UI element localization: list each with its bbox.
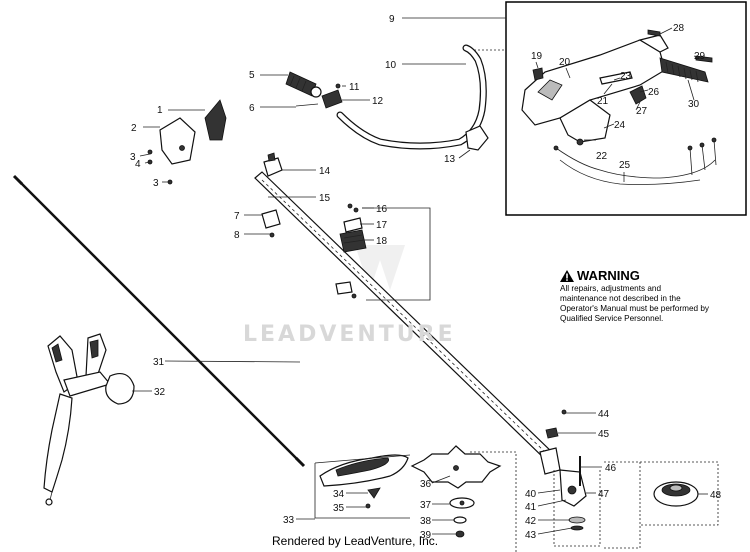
trimmer-head xyxy=(640,461,719,526)
callout-1: 1 xyxy=(157,105,163,116)
callout-13: 13 xyxy=(444,154,456,165)
callout-5: 5 xyxy=(249,70,255,81)
credit-text: Rendered by LeadVenture, Inc. xyxy=(272,534,439,548)
callout-15: 15 xyxy=(319,193,331,204)
watermark: LEADVENTURE xyxy=(243,322,456,347)
callout-38: 38 xyxy=(420,516,432,527)
callout-44: 44 xyxy=(598,409,610,420)
callout-30: 30 xyxy=(688,99,700,110)
callout-27: 27 xyxy=(636,106,648,117)
callout-43: 43 xyxy=(525,530,537,541)
callout-42: 42 xyxy=(525,516,537,527)
callout-48: 48 xyxy=(710,490,722,501)
warning-title: WARNING xyxy=(577,268,640,283)
callout-21: 21 xyxy=(597,96,609,107)
callout-19: 19 xyxy=(531,51,543,62)
inset-box xyxy=(505,1,747,216)
callout-16: 16 xyxy=(376,204,388,215)
warning-notice: WARNING All repairs, adjustments and mai… xyxy=(560,268,710,324)
callout-25: 25 xyxy=(619,160,631,171)
callout-6: 6 xyxy=(249,103,255,114)
blade xyxy=(410,445,502,489)
callout-18: 18 xyxy=(376,236,388,247)
callout-10: 10 xyxy=(385,60,397,71)
callout-40: 40 xyxy=(525,489,537,500)
callout-32: 32 xyxy=(154,387,166,398)
plate-part xyxy=(159,117,196,165)
callout-9: 9 xyxy=(389,14,395,25)
callout-41: 41 xyxy=(525,502,537,513)
harness xyxy=(43,333,135,506)
callout-4: 4 xyxy=(135,159,141,170)
callout-labels: 1 2 3 3 3 4 5 6 7 8 9 10 11 12 13 14 15 … xyxy=(130,14,722,541)
callout-29: 29 xyxy=(694,51,706,62)
callout-17: 17 xyxy=(376,220,388,231)
guard xyxy=(314,454,411,519)
warning-text: All repairs, adjustments and maintenance… xyxy=(560,284,710,323)
loop-handle xyxy=(336,44,489,151)
callout-31: 31 xyxy=(153,357,165,368)
callout-23: 23 xyxy=(620,71,632,82)
callout-39: 39 xyxy=(420,530,432,541)
warning-heading: WARNING xyxy=(560,268,710,283)
grip xyxy=(285,71,322,98)
callout-12: 12 xyxy=(372,96,384,107)
callout-26: 26 xyxy=(648,87,660,98)
callout-22: 22 xyxy=(596,151,608,162)
callout-24: 24 xyxy=(614,120,626,131)
callout-3a: 3 xyxy=(130,152,136,163)
callout-11: 11 xyxy=(349,82,360,93)
leadventure-logo xyxy=(355,245,405,290)
engine-assembly xyxy=(521,29,717,185)
callout-37: 37 xyxy=(420,500,432,511)
callout-8: 8 xyxy=(234,230,240,241)
callout-45: 45 xyxy=(598,429,610,440)
callout-47: 47 xyxy=(598,489,610,500)
callout-2: 2 xyxy=(131,123,137,134)
callout-7: 7 xyxy=(234,211,240,222)
callout-33: 33 xyxy=(283,515,295,526)
shaft-tube xyxy=(254,171,561,475)
warning-triangle-icon xyxy=(560,269,574,282)
callout-36: 36 xyxy=(420,479,432,490)
leader-lines xyxy=(132,27,708,535)
callout-46: 46 xyxy=(605,463,617,474)
callout-14: 14 xyxy=(319,166,331,177)
callout-35: 35 xyxy=(333,503,345,514)
gear-head xyxy=(545,409,587,531)
callout-20: 20 xyxy=(559,57,571,68)
callout-34: 34 xyxy=(333,489,345,500)
drive-shaft xyxy=(12,174,306,468)
callout-3b: 3 xyxy=(153,178,159,189)
cover-part xyxy=(204,99,227,141)
callout-28: 28 xyxy=(673,23,685,34)
